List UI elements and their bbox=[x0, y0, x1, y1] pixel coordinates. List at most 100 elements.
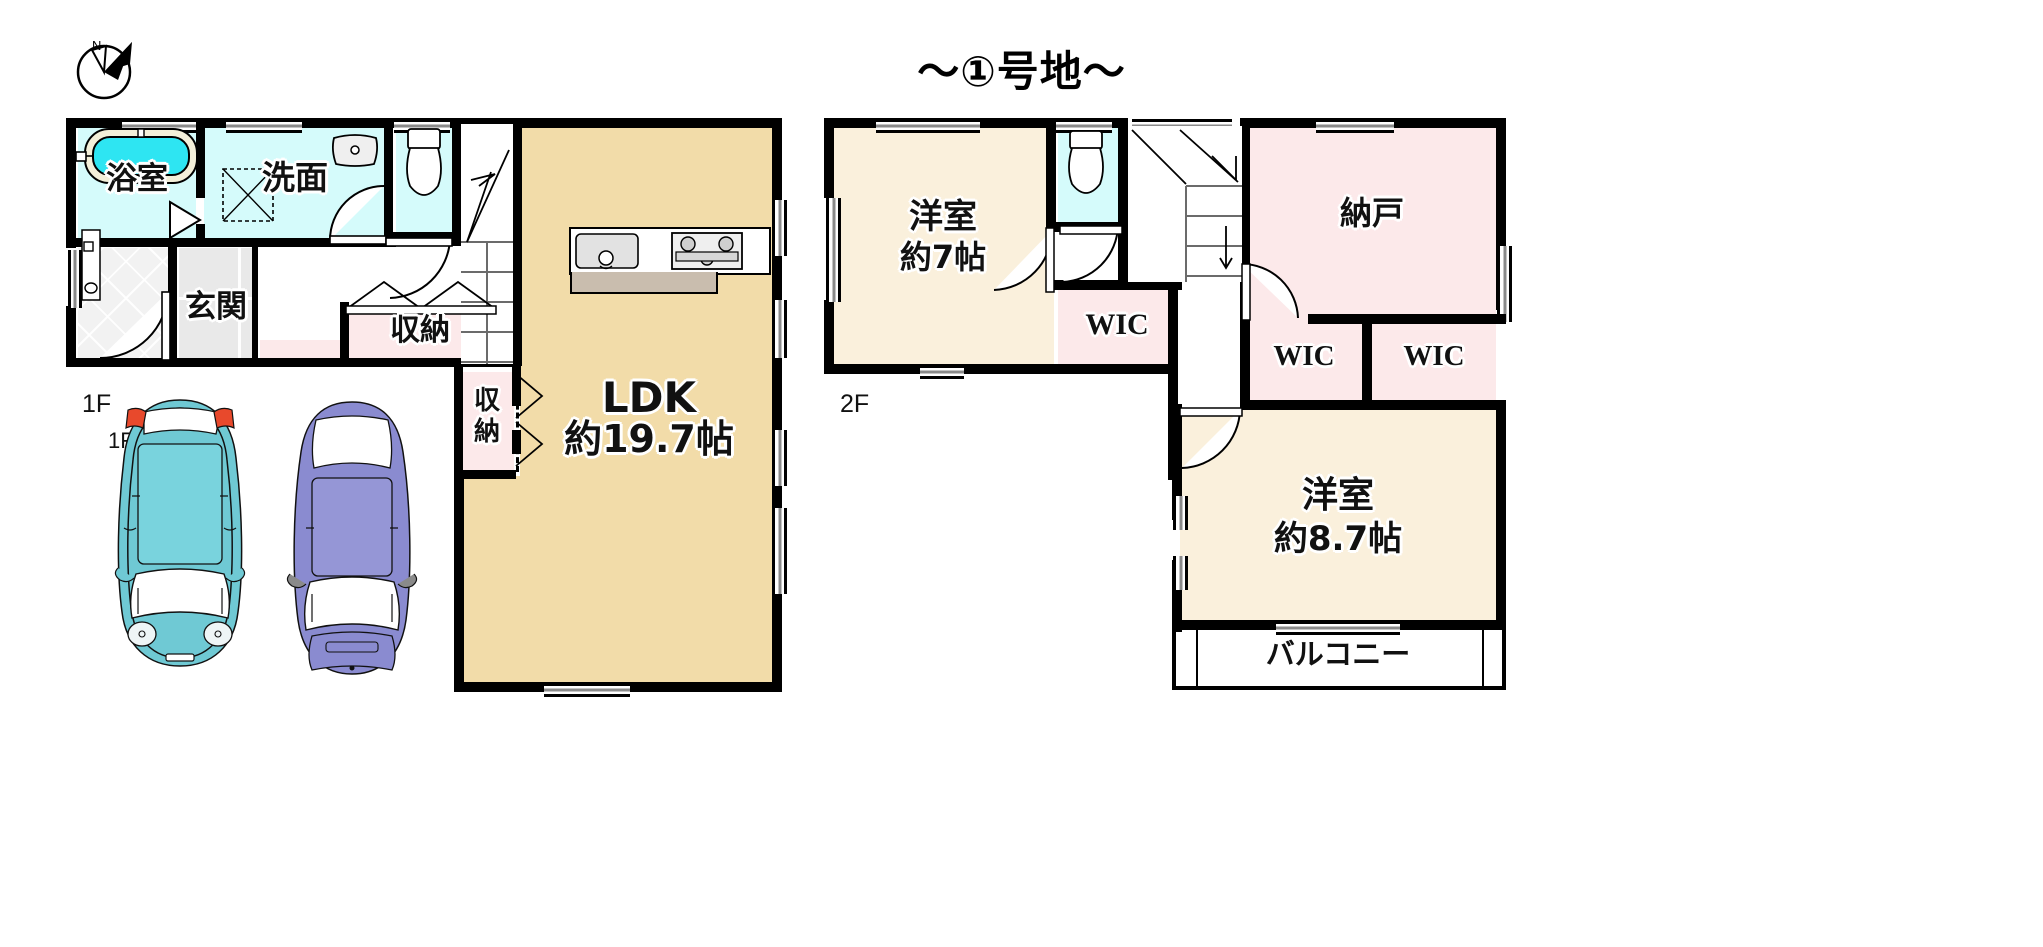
washing-machine-icon bbox=[222, 168, 274, 222]
door-bedroom-7[interactable] bbox=[990, 227, 1055, 293]
window-1f-left[interactable] bbox=[68, 250, 82, 308]
door-storeroom[interactable] bbox=[1241, 263, 1300, 321]
window-ldk-right-3[interactable] bbox=[772, 430, 787, 486]
room-fill-bedroom-87 bbox=[1180, 410, 1496, 622]
window-ldk-right-2[interactable] bbox=[772, 300, 787, 358]
label-closet-ldk: 収納 bbox=[473, 386, 500, 447]
label-bedroom-7-size: 約7帖 bbox=[899, 238, 987, 276]
room-fill-wic-right bbox=[1372, 322, 1496, 406]
bath-faucet-icon bbox=[74, 146, 96, 168]
wall-2f-left-b bbox=[824, 300, 834, 372]
label-bedroom-87-size: 約8.7帖 bbox=[1273, 519, 1403, 559]
door-bathroom[interactable] bbox=[168, 198, 202, 242]
window-washroom[interactable] bbox=[226, 119, 302, 133]
bathtub-icon bbox=[84, 128, 198, 184]
label-balcony: バルコニー bbox=[1265, 637, 1411, 671]
door-entrance[interactable] bbox=[98, 291, 171, 361]
wall-bedroom87-left bbox=[1172, 404, 1182, 520]
room-fill-ldk-lower bbox=[462, 476, 778, 690]
closet-ldk-doors[interactable] bbox=[514, 372, 544, 470]
wall-closet-ldk-bottom bbox=[454, 470, 516, 479]
label-bedroom-7: 洋室 bbox=[909, 197, 977, 237]
room-fill-wic-center bbox=[1058, 288, 1176, 368]
window-storeroom-right[interactable] bbox=[1497, 246, 1512, 322]
wall-1f-left-lower bbox=[66, 306, 76, 366]
door-toilet-2f[interactable] bbox=[1059, 225, 1123, 284]
wall-wash-toilet bbox=[384, 118, 393, 246]
window-bedroom7-bottom[interactable] bbox=[920, 365, 964, 379]
wall-porch-genkan bbox=[168, 247, 177, 365]
wall-bedroom87-right bbox=[1496, 404, 1506, 628]
window-bedroom7-top[interactable] bbox=[876, 119, 980, 133]
wall-storeroom-left bbox=[1240, 118, 1250, 318]
wall-bath-wash-b bbox=[196, 224, 205, 246]
svg-text:N: N bbox=[92, 38, 101, 53]
label-washroom: 洗面 bbox=[262, 158, 328, 197]
wall-1f-left-upper bbox=[66, 118, 76, 248]
wall-wic-center-top bbox=[1046, 280, 1182, 290]
floor-1f: 浴室 洗面 玄関 収納 収納 LDK 約19.7帖 1F 1F bbox=[0, 0, 820, 947]
label-wic-center: WIC bbox=[1085, 308, 1149, 341]
wall-toilet-right bbox=[452, 118, 461, 246]
wall-wic-bottom bbox=[1240, 400, 1506, 410]
wall-closet-ldk-left bbox=[454, 366, 463, 480]
wall-balcony-inner-left bbox=[1196, 628, 1198, 690]
wall-stair-right bbox=[512, 118, 522, 366]
door-bedroom-87[interactable] bbox=[1179, 407, 1243, 470]
wall-storeroom-right bbox=[1496, 118, 1506, 310]
wall-bedroom7-right bbox=[1046, 118, 1056, 230]
kitchen-island bbox=[570, 272, 718, 294]
wall-1f-right bbox=[772, 118, 782, 692]
shower-unit-icon bbox=[80, 228, 102, 302]
label-closet-hall: 収納 bbox=[390, 313, 450, 348]
wall-balcony-inner-right bbox=[1482, 628, 1484, 690]
label-bedroom-87: 洋室 bbox=[1301, 475, 1374, 516]
label-bathroom: 浴室 bbox=[106, 161, 168, 197]
label-ldk-title: LDK bbox=[601, 373, 697, 422]
wall-balcony-right bbox=[1502, 628, 1506, 690]
wall-wic-center-bottom bbox=[1046, 364, 1178, 374]
stairs-2f bbox=[1128, 126, 1242, 282]
label-storeroom: 納戸 bbox=[1339, 194, 1404, 232]
room-fill-balcony bbox=[1180, 628, 1496, 690]
floor-tag-1f: 1F bbox=[82, 390, 112, 418]
toilet-fixture-icon bbox=[400, 128, 448, 208]
page-title: ～①号地～ bbox=[917, 47, 1126, 96]
wall-toilet-bottom bbox=[393, 232, 453, 241]
wall-closet-hall-bottom bbox=[258, 358, 520, 367]
wall-closet-hall-left bbox=[340, 302, 349, 366]
toilet-2f-fixture-icon bbox=[1062, 130, 1110, 206]
window-ldk-bottom[interactable] bbox=[544, 683, 630, 697]
sliding-door-ldk[interactable] bbox=[516, 368, 525, 472]
room-fill-bedroom-7 bbox=[832, 126, 1054, 368]
room-fill-hall-strip bbox=[260, 340, 346, 362]
window-ldk-right-1[interactable] bbox=[772, 200, 787, 256]
wall-genkan-bottom bbox=[66, 358, 258, 367]
door-washroom[interactable] bbox=[329, 185, 387, 245]
wall-genkan-right bbox=[252, 247, 258, 365]
window-ldk-right-4[interactable] bbox=[772, 508, 787, 594]
door-toilet[interactable] bbox=[385, 237, 453, 300]
vanity-sink-icon bbox=[330, 132, 380, 168]
floor-tag-2f: 2F bbox=[840, 390, 870, 418]
kitchen-counter bbox=[569, 227, 771, 275]
car-left bbox=[110, 398, 250, 668]
window-bedroom87-left-2[interactable] bbox=[1173, 556, 1188, 590]
window-storeroom-top[interactable] bbox=[1316, 119, 1394, 133]
closet-hall-doors[interactable] bbox=[345, 280, 497, 315]
window-bedroom7-left[interactable] bbox=[826, 198, 841, 302]
wall-balcony-bottom bbox=[1172, 686, 1506, 690]
stairs-1f-upper bbox=[461, 124, 513, 148]
room-fill-entrance bbox=[176, 248, 256, 362]
wall-2f-top-mid bbox=[1118, 118, 1128, 290]
room-fill-closet-ldk bbox=[460, 372, 514, 470]
car-right bbox=[282, 398, 422, 678]
window-bedroom87-bottom[interactable] bbox=[1276, 621, 1400, 635]
label-wic-left: WIC bbox=[1273, 340, 1335, 372]
wall-storeroom-bottom bbox=[1308, 314, 1506, 324]
wall-balcony-left bbox=[1172, 628, 1176, 690]
window-bedroom87-left-1[interactable] bbox=[1173, 496, 1188, 530]
wall-bath-wash bbox=[196, 124, 205, 198]
wall-wetarea-bottom bbox=[66, 238, 396, 247]
